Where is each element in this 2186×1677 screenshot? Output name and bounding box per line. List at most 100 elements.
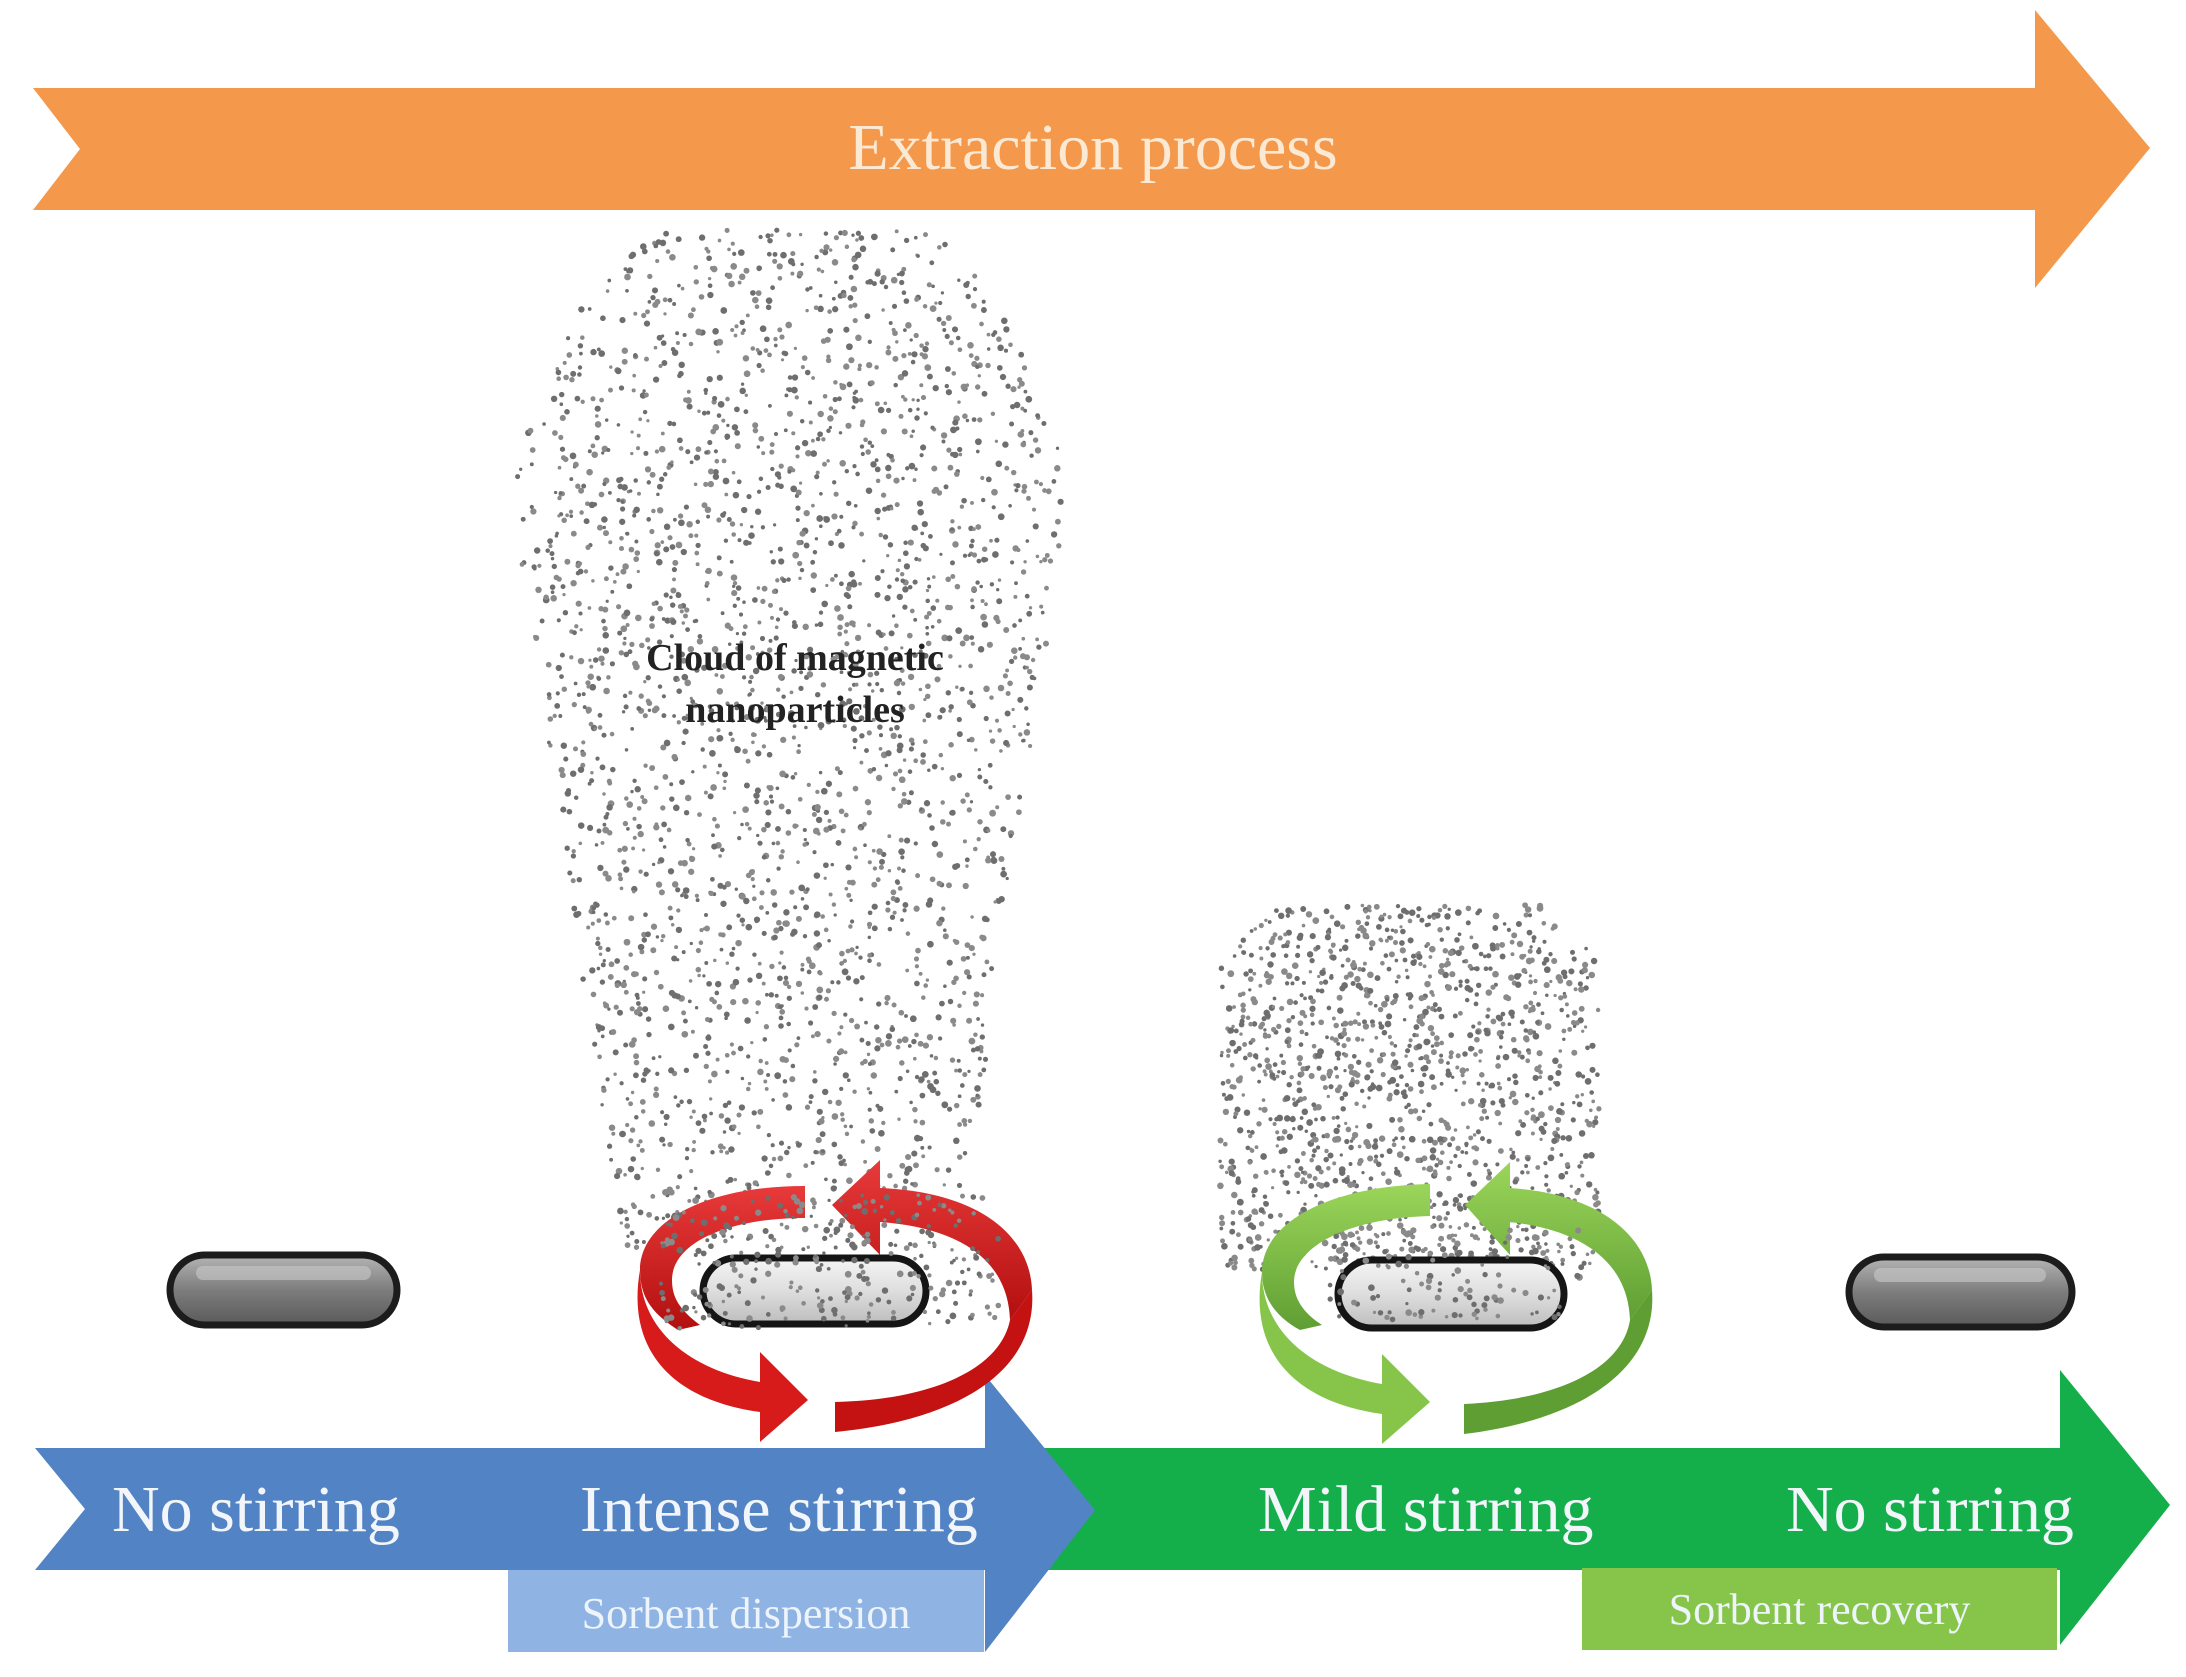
- nanoparticle: [1465, 1068, 1470, 1072]
- nanoparticle: [1002, 441, 1009, 448]
- nanoparticle: [762, 715, 767, 720]
- nanoparticle: [752, 427, 759, 434]
- nanoparticle: [1519, 1019, 1525, 1025]
- nanoparticle: [744, 821, 750, 827]
- nanoparticle: [967, 1069, 971, 1074]
- nanoparticle: [774, 1261, 781, 1268]
- nanoparticle: [620, 625, 628, 633]
- nanoparticle: [597, 864, 604, 872]
- nanoparticle: [900, 646, 904, 650]
- nanoparticle: [964, 857, 970, 863]
- nanoparticle: [811, 438, 815, 443]
- nanoparticle: [661, 617, 666, 621]
- nanoparticle: [1564, 1162, 1570, 1167]
- nanoparticle: [586, 468, 593, 476]
- nanoparticle: [1004, 465, 1010, 471]
- nanoparticle: [985, 362, 991, 369]
- nanoparticle: [618, 545, 625, 552]
- nanoparticle: [1258, 1221, 1265, 1227]
- nanoparticle: [1524, 906, 1532, 913]
- nanoparticle: [928, 1285, 934, 1291]
- nanoparticle: [695, 966, 702, 973]
- nanoparticle: [1467, 963, 1473, 969]
- nanoparticle: [695, 562, 700, 567]
- nanoparticle: [939, 1000, 945, 1007]
- nanoparticle: [853, 708, 860, 715]
- nanoparticle: [950, 519, 955, 524]
- nanoparticle: [1367, 1155, 1374, 1162]
- nanoparticle: [677, 1325, 683, 1331]
- nanoparticle: [1531, 1096, 1535, 1100]
- nanoparticle: [1229, 1228, 1236, 1235]
- nanoparticle: [752, 1180, 759, 1186]
- nanoparticle: [1259, 1022, 1264, 1027]
- nanoparticle: [1395, 903, 1401, 909]
- nanoparticle: [1050, 531, 1058, 538]
- nanoparticle: [945, 576, 952, 583]
- nanoparticle: [905, 1153, 912, 1161]
- nanoparticle: [1483, 1295, 1490, 1302]
- nanoparticle: [777, 1202, 784, 1209]
- nanoparticle: [811, 1205, 816, 1210]
- nanoparticle: [893, 1243, 898, 1248]
- nanoparticle: [839, 950, 845, 957]
- nanoparticle: [845, 593, 851, 599]
- nanoparticle: [721, 884, 727, 890]
- nanoparticle: [750, 525, 754, 529]
- nanoparticle: [930, 605, 937, 611]
- nanoparticle: [660, 744, 667, 751]
- nanoparticle: [598, 491, 605, 498]
- nanoparticle: [1319, 969, 1326, 976]
- nanoparticle: [759, 635, 766, 642]
- nanoparticle: [1480, 1136, 1485, 1142]
- nanoparticle: [664, 1319, 669, 1324]
- nanoparticle: [1401, 1145, 1406, 1150]
- nanoparticle: [668, 1238, 675, 1246]
- nanoparticle: [664, 617, 671, 624]
- nanoparticle: [1357, 1022, 1362, 1027]
- nanoparticle: [669, 544, 676, 550]
- nanoparticle: [1407, 1241, 1413, 1246]
- nanoparticle: [914, 467, 918, 472]
- nanoparticle: [607, 278, 612, 283]
- nanoparticle: [665, 1222, 670, 1227]
- nanoparticle: [1227, 1027, 1235, 1034]
- nanoparticle: [1479, 1072, 1485, 1078]
- nanoparticle: [1248, 1021, 1254, 1027]
- nanoparticle: [830, 862, 835, 867]
- nanoparticle: [645, 309, 650, 315]
- nanoparticle: [884, 1000, 889, 1006]
- nanoparticle: [1460, 1101, 1466, 1107]
- nanoparticle: [1451, 1238, 1456, 1243]
- nanoparticle: [602, 792, 606, 796]
- nanoparticle: [831, 1178, 837, 1184]
- nanoparticle: [744, 1017, 751, 1024]
- nanoparticle: [1020, 569, 1027, 575]
- nanoparticle: [726, 924, 733, 931]
- nanoparticle: [957, 1122, 962, 1127]
- nanoparticle: [1483, 1162, 1488, 1168]
- nanoparticle: [855, 945, 859, 950]
- nanoparticle: [887, 926, 893, 932]
- nanoparticle: [848, 924, 853, 929]
- nanoparticle: [851, 525, 856, 530]
- nanoparticle: [927, 533, 933, 539]
- nanoparticle: [833, 1245, 838, 1250]
- nanoparticle: [1021, 488, 1027, 494]
- nanoparticle: [578, 306, 585, 313]
- nanoparticle: [556, 618, 561, 623]
- nanoparticle: [602, 959, 606, 963]
- nanoparticle: [1522, 902, 1528, 909]
- nanoparticle: [765, 1270, 772, 1277]
- nanoparticle: [1217, 1182, 1224, 1190]
- nanoparticle: [588, 721, 594, 727]
- nanoparticle: [875, 1036, 882, 1044]
- nanoparticle: [1449, 971, 1456, 978]
- nanoparticle: [764, 1086, 769, 1091]
- nanoparticle: [701, 410, 707, 416]
- nanoparticle: [752, 422, 759, 429]
- nanoparticle: [1373, 1138, 1378, 1143]
- nanoparticle: [1375, 1234, 1380, 1239]
- nanoparticle: [642, 389, 646, 393]
- nanoparticle: [859, 975, 865, 981]
